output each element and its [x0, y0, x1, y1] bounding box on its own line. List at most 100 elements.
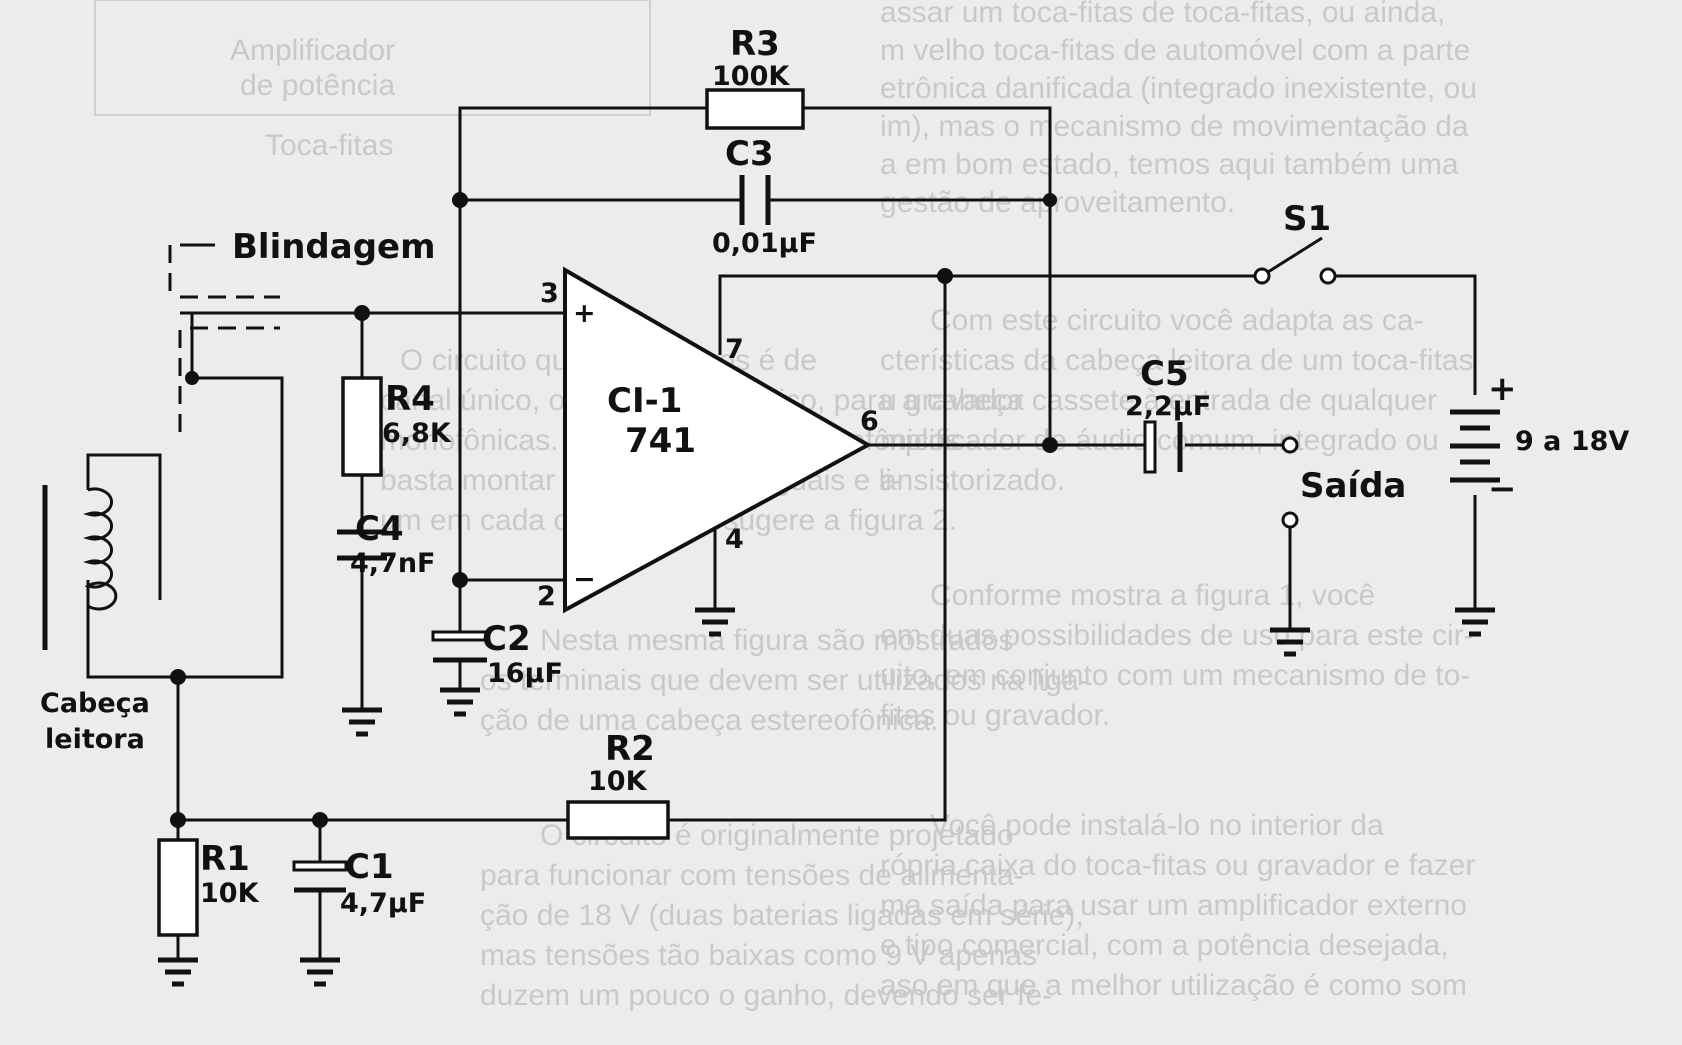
pin-6-label: 6 [860, 406, 879, 437]
ground-icon [342, 707, 382, 737]
r1-value: 10K [200, 878, 260, 909]
r2-value: 10K [588, 766, 648, 797]
junction-c3-left [452, 192, 468, 208]
r2-name: R2 [605, 729, 655, 769]
switch-s1-terminal-b [1319, 267, 1337, 285]
bg-right-10: mplificador de áudio comum, integrado ou [880, 424, 1439, 457]
bg-box [94, 0, 651, 116]
c3-value: 0,01µF [712, 228, 817, 259]
bg-right-18: Você pode instalá-lo no interior da [930, 809, 1384, 842]
ground-icon [440, 687, 480, 717]
capacitor-c5-plate-a [1143, 420, 1157, 474]
bg-mid-10: ção de 18 V (duas baterias ligadas em sé… [480, 899, 1084, 932]
bg-right-1: m velho toca-fitas de automóvel com a pa… [880, 34, 1470, 67]
junction-head-bottom [170, 669, 186, 685]
bg-right-9: u gravador cassete à entrada de qualquer [880, 384, 1437, 417]
ground-icon [1270, 627, 1310, 657]
ground-symbols [158, 607, 1495, 987]
capacitor-c2-plate-a [431, 630, 489, 642]
bg-right-11: ansistorizado. [880, 464, 1065, 497]
bg-right-3: im), mas o mecanismo de movimentação da [880, 110, 1469, 143]
wire-r3-right [803, 106, 1052, 445]
bg-right-16: fitas ou gravador. [880, 699, 1110, 732]
opamp-ci1 [563, 266, 873, 614]
junction-r1 [170, 812, 186, 828]
resistor-r4 [341, 376, 383, 477]
bg-mid-11: mas tensões tão baixas como 9 V apenas [480, 939, 1037, 972]
bg-right-0: assar um toca-fitas de toca-fitas, ou ai… [880, 0, 1445, 29]
pin-4-label: 4 [725, 524, 744, 555]
background-text-layer: Amplificador de potência Toca-fitas assa… [94, 0, 1477, 1012]
s1-name: S1 [1283, 199, 1331, 239]
bg-text-amp: Amplificador [230, 34, 395, 67]
saida-label: Saída [1300, 466, 1406, 506]
wire-head-left [86, 453, 162, 600]
pin-2-label: 2 [537, 581, 556, 612]
junction-supply [937, 268, 953, 284]
junction-r4 [354, 305, 370, 321]
battery-minus-sign: − [1488, 469, 1517, 509]
c2-name: C2 [482, 619, 531, 659]
bg-text-tocafitas: Toca-fitas [265, 129, 393, 162]
c3-name: C3 [725, 134, 774, 174]
bg-mid-9: para funcionar com tensões de alimenta- [480, 859, 1024, 892]
ic-name: CI-1 [607, 381, 682, 421]
c5-name: C5 [1140, 354, 1189, 394]
junction-head-top [185, 371, 199, 385]
ground-icon [695, 607, 735, 637]
r1-name: R1 [200, 839, 250, 879]
ground-icon [158, 957, 198, 987]
wire-r3-left [458, 106, 707, 580]
bg-right-5: gestão de aproveitamento. [880, 186, 1235, 219]
bg-mid-6: os terminais que devem ser utilizados na… [480, 664, 1089, 697]
resistor-r3 [705, 88, 805, 130]
c1-name: C1 [345, 847, 394, 887]
c4-value: 4,7nF [350, 548, 436, 579]
blindagem-label: Blindagem [232, 227, 436, 267]
junction-c1 [312, 812, 328, 828]
cabeca-label-1: Cabeça [40, 688, 150, 719]
bg-mid-5: Nesta mesma figura são mostrados [540, 624, 1014, 657]
bg-right-13: Conforme mostra a figura 1, você [930, 579, 1375, 612]
junction-output [1042, 437, 1058, 453]
c2-value: 16µF [487, 658, 563, 689]
r3-name: R3 [730, 24, 780, 64]
wire-r2-right [668, 276, 947, 822]
output-terminal-b [1281, 511, 1299, 529]
opamp-plus-sign: + [573, 298, 596, 329]
ground-icon [300, 957, 340, 987]
bg-right-22: aso em que a melhor utilização é como so… [880, 969, 1467, 1002]
bg-right-4: a em bom estado, temos aqui também uma [880, 148, 1459, 181]
cabeca-label-2: leitora [45, 724, 145, 755]
switch-s1-terminal-a [1253, 267, 1271, 285]
bg-right-15: uito, em conjunto com um mecanismo de to… [880, 659, 1470, 692]
wire-pin7 [718, 274, 1260, 355]
pin-3-label: 3 [540, 278, 559, 309]
bg-right-2: etrônica danificada (integrado inexisten… [880, 72, 1477, 105]
playback-head [42, 485, 118, 650]
bg-right-21: e tipo comercial, com a potência desejad… [880, 929, 1449, 962]
opamp-minus-sign: − [573, 564, 596, 595]
c4-name: C4 [355, 509, 404, 549]
bg-right-14: em duas possibilidades de uso para este … [880, 619, 1474, 652]
c5-value: 2,2µF [1125, 391, 1211, 422]
switch-s1-lever [1267, 236, 1323, 274]
bg-mid-7: ção de uma cabeça estereofônica. [480, 704, 939, 737]
head-coil-icon [83, 487, 118, 611]
junction-c2 [452, 572, 468, 588]
c1-value: 4,7µF [340, 888, 426, 919]
resistor-r2 [566, 800, 670, 840]
bg-right-8: cterísticas da cabeça leitora de um toca… [880, 344, 1474, 377]
r3-value: 100K [712, 61, 790, 92]
ground-icon [1455, 607, 1495, 637]
output-terminal-a [1281, 436, 1299, 454]
junctions [170, 192, 1058, 828]
junction-c3-right [1043, 193, 1057, 207]
r4-value: 6,8K [382, 418, 452, 449]
battery-plus-sign: + [1488, 369, 1517, 409]
ic-part: 741 [625, 421, 696, 461]
capacitor-c1-plate-a [292, 860, 348, 872]
bg-mid-12: duzem um pouco o ganho, devendo ser fe- [480, 979, 1052, 1012]
wire-head-right [86, 376, 284, 679]
